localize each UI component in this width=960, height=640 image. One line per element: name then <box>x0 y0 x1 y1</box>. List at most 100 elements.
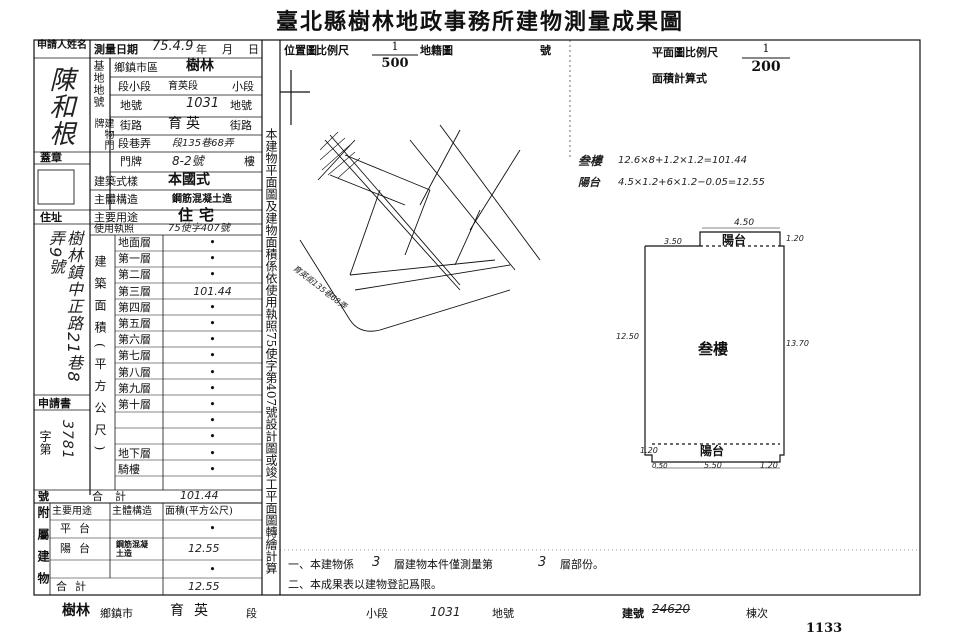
floor-area-value: • <box>209 365 216 379</box>
lane-value: 段135巷68弄 <box>172 138 234 149</box>
section-value: 育英段 <box>168 81 198 92</box>
floor-area-value: • <box>209 317 216 330</box>
floor-name: 第五層 <box>118 317 151 330</box>
floor-area-value: • <box>209 268 216 282</box>
license-label: 使用執照 <box>94 224 134 235</box>
annex-label: 附屬建物 <box>36 506 50 594</box>
structure-label: 主體構造 <box>94 193 138 206</box>
dim-bottom-left2: 0.50 <box>652 462 668 470</box>
annex-use-1: 平台 <box>60 522 98 535</box>
cadastral-suffix: 號 <box>540 44 551 57</box>
annex-area-2: 12.55 <box>188 542 220 555</box>
floor-area-value: • <box>209 430 216 444</box>
annex-structure-2: 鋼筋混凝土造 <box>116 539 148 558</box>
floor-area-value: • <box>209 349 216 363</box>
calc-line1: 12.6×8+1.2×1.2=101.44 <box>618 155 747 166</box>
annex-use-2: 陽台 <box>60 542 98 555</box>
footer-section-suffix: 段 <box>246 607 257 620</box>
lane-label: 段巷弄 <box>118 137 151 150</box>
location-scale-num: 1 <box>391 40 399 53</box>
note1-floor: 3 <box>538 555 547 570</box>
hao-label: 號 <box>38 490 49 503</box>
applicant-name: 陳和根 <box>45 66 75 147</box>
floor-name: 地下層 <box>118 446 151 460</box>
page-title: 臺北縣樹林地政事務所建物測量成果圖 <box>275 9 684 35</box>
town-label: 鄉鎮市區 <box>114 61 158 74</box>
footer-building-no-label: 建號 <box>622 607 644 620</box>
calc-line1-label: 叁樓 <box>578 154 603 168</box>
note1-total-floors: 3 <box>372 555 381 570</box>
area-group-label: 建築面積(平方公尺) <box>93 255 107 461</box>
note1-b: 層建物本件僅測量第 <box>394 558 493 571</box>
dim-bottom-left: 1.20 <box>640 446 658 455</box>
address-value: 樹林鎮中正路21巷8弄9號 <box>46 230 83 383</box>
dim-left-top: 3.50 <box>664 237 682 246</box>
floor-area-value: • <box>209 398 216 411</box>
annex-total-label: 合計 <box>56 580 94 593</box>
footer-town-suffix: 鄉鎮市 <box>100 607 133 620</box>
note1-a: 一、本建物係 <box>288 558 354 571</box>
usage-label: 主要用途 <box>94 211 138 224</box>
floor-area-value: • <box>209 462 216 476</box>
floor-name: 第六層 <box>118 333 151 347</box>
total-value: 101.44 <box>180 489 219 502</box>
date-day: 日 <box>248 43 259 56</box>
floor-area-value: • <box>209 252 216 266</box>
floor-name: 第九層 <box>118 381 151 395</box>
footer-lot: 1031 <box>430 605 461 619</box>
floor-area-value: • <box>209 381 216 395</box>
floor-name: 第二層 <box>118 268 151 282</box>
floor-name: 第七層 <box>118 349 151 363</box>
footer-lot-suffix: 地號 <box>492 607 514 620</box>
street-value: 育英 <box>168 116 204 132</box>
door-group-label: 建物門牌 <box>92 118 113 151</box>
vertical-note: 本建物平面圖及建物面積係依使用執照75使字第407號設計圖或竣工平面圖轉繪計算 <box>264 128 278 575</box>
note2: 二、本成果表以建物登記爲限。 <box>288 578 442 591</box>
dim-left: 12.50 <box>616 332 639 341</box>
floor-name: 第十層 <box>118 398 151 411</box>
lot-value: 1031 <box>186 96 220 111</box>
word-value: 3781 <box>59 420 75 460</box>
base-label: 基地地號 <box>92 60 105 108</box>
dim-bottom-mid: 5.50 <box>704 461 722 470</box>
footer-sheet-suffix: 棟次 <box>746 607 768 620</box>
cadastral-label: 地籍圖 <box>420 44 453 57</box>
note1-c: 層部份。 <box>560 558 604 571</box>
annex-total-value: 12.55 <box>188 580 220 593</box>
location-scale-label: 比例尺 <box>316 44 349 57</box>
floor-name: 騎樓 <box>118 462 140 476</box>
date-year: 年 <box>196 43 207 56</box>
floor-area-value: • <box>209 333 216 347</box>
survey-date-value: 75.4.9 <box>152 39 194 54</box>
floor-name: 第三層 <box>118 284 151 298</box>
style-value: 本國式 <box>168 172 210 188</box>
dim-right: 13.70 <box>786 339 809 348</box>
lot-label: 地號 <box>120 99 142 112</box>
floor-area-value: • <box>209 300 216 314</box>
calc-line2: 4.5×1.2+6×1.2−0.05=12.55 <box>618 177 765 188</box>
lot-suffix: 地號 <box>230 99 252 112</box>
word-label: 字第 <box>38 430 52 456</box>
license-value: 75使字407號 <box>168 223 230 234</box>
plan-balcony-top: 陽台 <box>722 233 747 247</box>
annex-area-3: • <box>209 563 216 576</box>
dim-top: 4.50 <box>734 218 755 228</box>
usage-value: 住宅 <box>178 206 221 224</box>
number-suffix: 樓 <box>244 155 255 168</box>
floor-area-value: • <box>209 446 216 460</box>
floor-area-value: 101.44 <box>193 284 232 298</box>
floor-name: 第四層 <box>118 300 151 314</box>
floor-name: 地面層 <box>118 236 151 249</box>
number-value: 8-2號 <box>172 154 204 168</box>
calc-line2-label: 陽台 <box>578 176 600 189</box>
annex-header-structure: 主體構造 <box>112 506 152 517</box>
style-label: 建築式樣 <box>94 175 138 188</box>
section-suffix: 小段 <box>232 80 254 93</box>
seal-label: 蓋章 <box>40 151 62 164</box>
date-month: 月 <box>222 43 233 56</box>
footer-town: 樹林 <box>62 603 90 619</box>
location-map-label: 位置圖 <box>284 44 317 57</box>
floor-area-value: • <box>209 414 216 428</box>
annex-header-area: 面積(平方公尺) <box>165 506 233 517</box>
